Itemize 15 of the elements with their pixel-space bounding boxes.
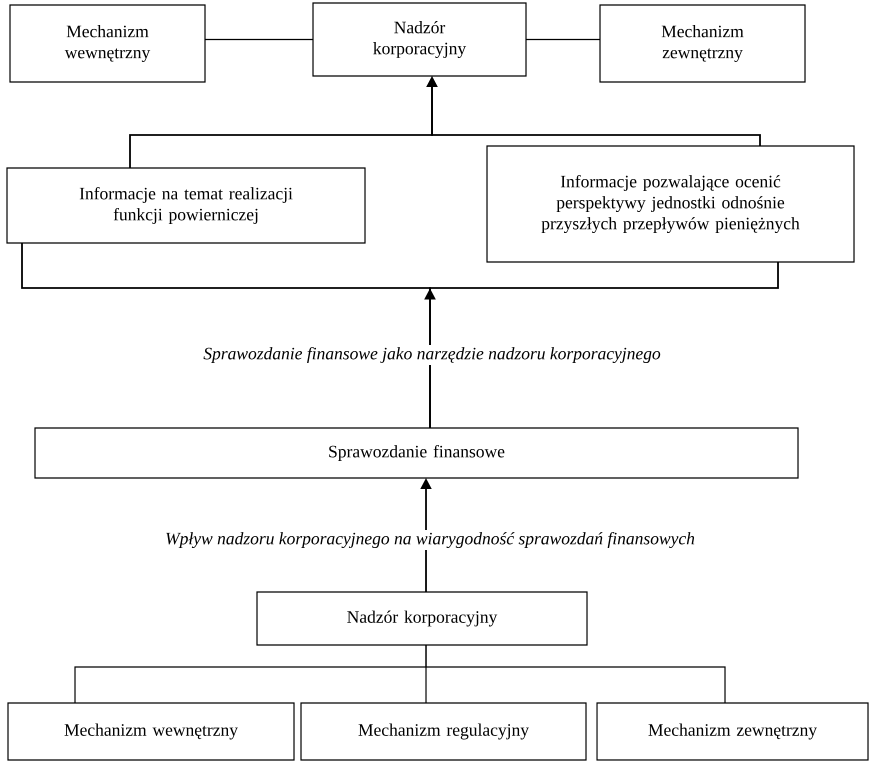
text-box: Mechanizm regulacyjny	[300, 702, 587, 761]
text-box: Mechanizm wewnętrzny	[9, 4, 206, 83]
connector	[526, 38, 600, 40]
text-box: Nadzór korporacyjny	[256, 591, 588, 646]
text-box: Nadzór korporacyjny	[312, 2, 527, 77]
connector	[425, 645, 726, 703]
edge-label: Sprawozdanie finansowe jako narzędzie nadzoru korporacyjnego	[201, 344, 663, 366]
connector	[205, 38, 313, 40]
text-box: Mechanizm zewnętrzny	[596, 702, 869, 761]
text-box: Sprawozdanie finansowe	[34, 427, 799, 479]
text-box: Informacje na temat realizacji funkcji powierniczej	[6, 167, 366, 244]
text-box: Mechanizm zewnętrzny	[599, 4, 806, 83]
text-box: Informacje pozwalające ocenić perspektywy jednostki odnośnie przyszłych przepływów pieniężnych	[486, 145, 855, 263]
text-box: Mechanizm wewnętrzny	[7, 702, 295, 761]
edge-label: Wpływ nadzoru korporacyjnego na wiarygodność sprawozdań finansowych	[163, 530, 697, 550]
